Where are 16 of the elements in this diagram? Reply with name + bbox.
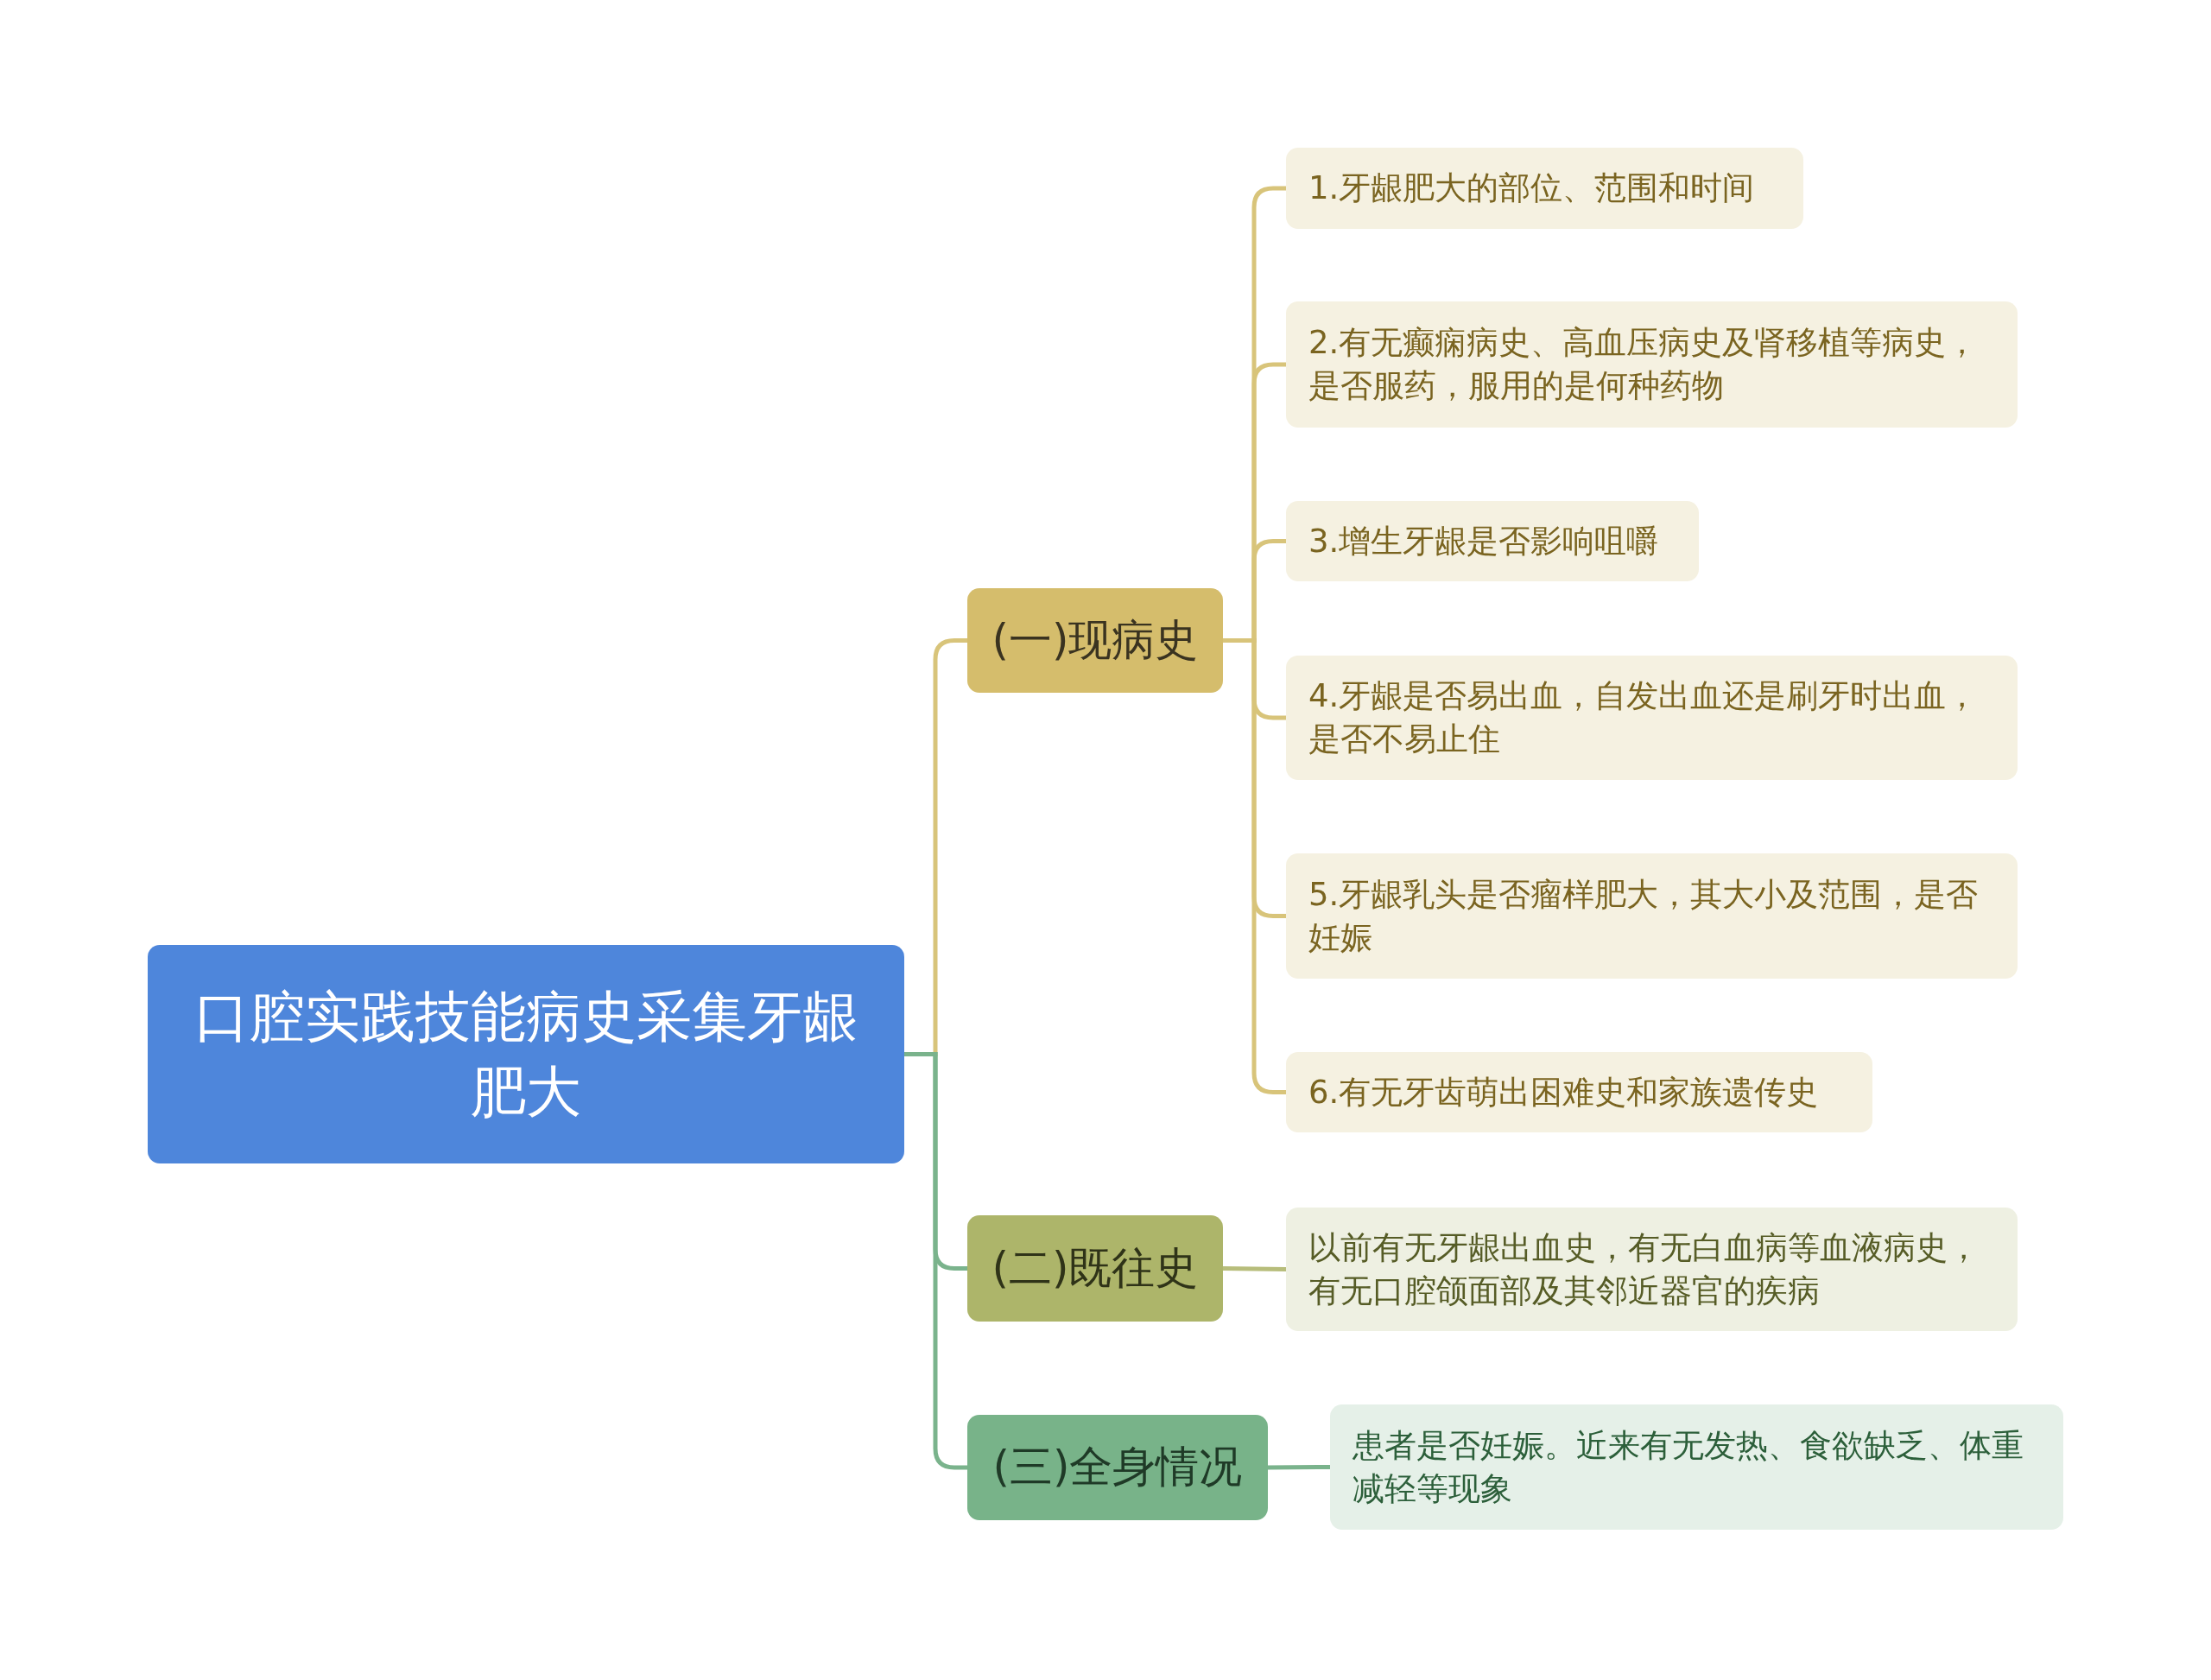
topic-box: 口腔实践技能病史采集牙龈肥大 [148, 945, 904, 1163]
note-box: 2.有无癫痫病史、高血压病史及肾移植等病史，是否服药，服用的是何种药物 [1286, 301, 2018, 428]
connector-line [1222, 1266, 1287, 1271]
note-box: 6.有无牙齿萌出困难史和家族遗传史 [1286, 1052, 1872, 1132]
branch-box: (一)现病史 [967, 588, 1223, 693]
note-box: 1.牙龈肥大的部位、范围和时间 [1286, 148, 1803, 229]
note-box: 5.牙龈乳头是否瘤样肥大，其大小及范围，是否妊娠 [1286, 853, 2018, 979]
connector-line [1268, 1465, 1330, 1470]
branch-box: (二)既往史 [967, 1215, 1223, 1322]
connector-line [904, 1052, 967, 1470]
note-box: 患者是否妊娠。近来有无发热、食欲缺乏、体重减轻等现象 [1330, 1404, 2063, 1530]
connector-line [1223, 638, 1286, 1094]
note-box: 4.牙龈是否易出血，自发出血还是刷牙时出血，是否不易止住 [1286, 656, 2018, 780]
note-box: 以前有无牙龈出血史，有无白血病等血液病史，有无口腔颌面部及其邻近器官的疾病 [1286, 1208, 2018, 1331]
branch-box: (三)全身情况 [967, 1415, 1268, 1520]
note-box: 3.增生牙龈是否影响咀嚼 [1286, 501, 1699, 581]
